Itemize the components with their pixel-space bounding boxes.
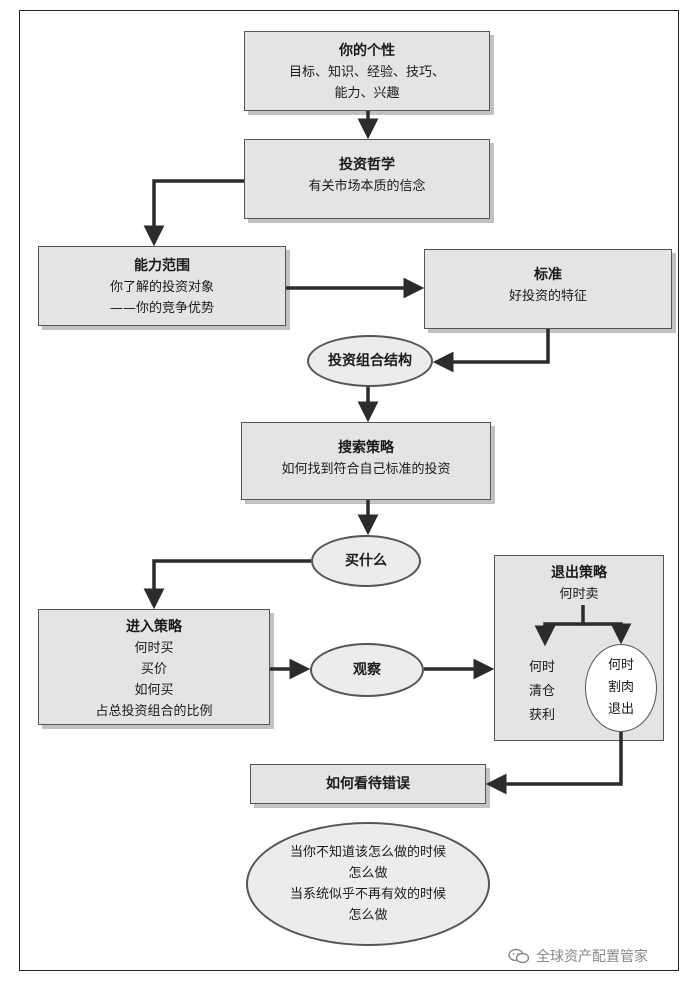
- mistakes-box: 如何看待错误: [250, 764, 486, 804]
- entry-line-1: 何时买: [134, 641, 174, 656]
- personality-line-1: 目标、知识、经验、技巧、: [288, 65, 445, 80]
- philosophy-line-1: 有关市场本质的信念: [308, 179, 426, 194]
- portfolio-title: 投资组合结构: [328, 353, 412, 369]
- entry-line-4: 占总投资组合的比例: [95, 704, 213, 719]
- watermark-text: 全球资产配置管家: [536, 949, 648, 965]
- arrow-philosophy-competence: [143, 179, 244, 247]
- exit-left-line-2: 清仓: [528, 684, 555, 699]
- competence-line-2: ——你的竞争优势: [109, 301, 214, 316]
- exit-left-line-3: 获利: [528, 708, 555, 723]
- entry-title: 进入策略: [126, 619, 182, 635]
- entry-line-2: 买价: [140, 662, 167, 677]
- bottom-line-1: 当你不知道该怎么做的时候: [289, 845, 446, 860]
- bottom-line-4: 怎么做: [348, 908, 388, 923]
- arrow-buy-entry: [143, 559, 311, 610]
- personality-line-2: 能力、兴趣: [334, 86, 400, 101]
- entry-line-3: 如何买: [134, 683, 174, 698]
- arrow-criteria-portfolio: [432, 329, 550, 373]
- personality-title: 你的个性: [339, 43, 395, 59]
- wechat-icon: [508, 948, 530, 964]
- arrow-exit-branch-left: [534, 605, 585, 647]
- criteria-title: 标准: [534, 267, 562, 283]
- arrow-exit-branch-right: [583, 622, 632, 645]
- exit-title: 退出策略: [551, 565, 607, 581]
- portfolio-ellipse: 投资组合结构: [307, 335, 433, 387]
- observe-ellipse: 观察: [310, 643, 424, 697]
- philosophy-title: 投资哲学: [339, 157, 395, 173]
- observe-title: 观察: [353, 662, 381, 678]
- buy-ellipse: 买什么: [311, 535, 421, 587]
- competence-title: 能力范围: [134, 258, 190, 274]
- bottom-line-2: 怎么做: [348, 866, 388, 881]
- watermark: 全球资产配置管家: [508, 944, 678, 968]
- criteria-line-1: 好投资的特征: [508, 289, 587, 304]
- bottom-ellipse: 当你不知道该怎么做的时候 怎么做 当系统似乎不再有效的时候 怎么做: [246, 822, 490, 946]
- philosophy-box: 投资哲学 有关市场本质的信念: [244, 139, 490, 219]
- exit-left-line-1: 何时: [528, 660, 555, 675]
- bottom-line-3: 当系统似乎不再有效的时候: [289, 887, 446, 902]
- search-title: 搜索策略: [338, 440, 394, 456]
- arrow-exit-mistakes: [485, 732, 623, 795]
- exit-right-ellipse: 何时 割肉 退出: [585, 644, 657, 732]
- search-line-1: 如何找到符合自己标准的投资: [281, 462, 451, 477]
- search-box: 搜索策略 如何找到符合自己标准的投资: [241, 422, 491, 500]
- buy-title: 买什么: [345, 553, 387, 569]
- exit-right-line-1: 何时: [607, 658, 634, 673]
- exit-line-1: 何时卖: [559, 587, 599, 602]
- exit-right-line-2: 割肉: [607, 680, 634, 695]
- exit-right-line-3: 退出: [607, 702, 634, 717]
- competence-box: 能力范围 你了解的投资对象 ——你的竞争优势: [38, 246, 286, 326]
- mistakes-title: 如何看待错误: [326, 776, 410, 792]
- exit-left-branch: 何时 清仓 获利: [514, 656, 570, 728]
- competence-line-1: 你了解的投资对象: [109, 280, 214, 295]
- entry-box: 进入策略 何时买 买价 如何买 占总投资组合的比例: [38, 609, 270, 725]
- personality-box: 你的个性 目标、知识、经验、技巧、 能力、兴趣: [244, 31, 490, 111]
- criteria-box: 标准 好投资的特征: [424, 249, 672, 329]
